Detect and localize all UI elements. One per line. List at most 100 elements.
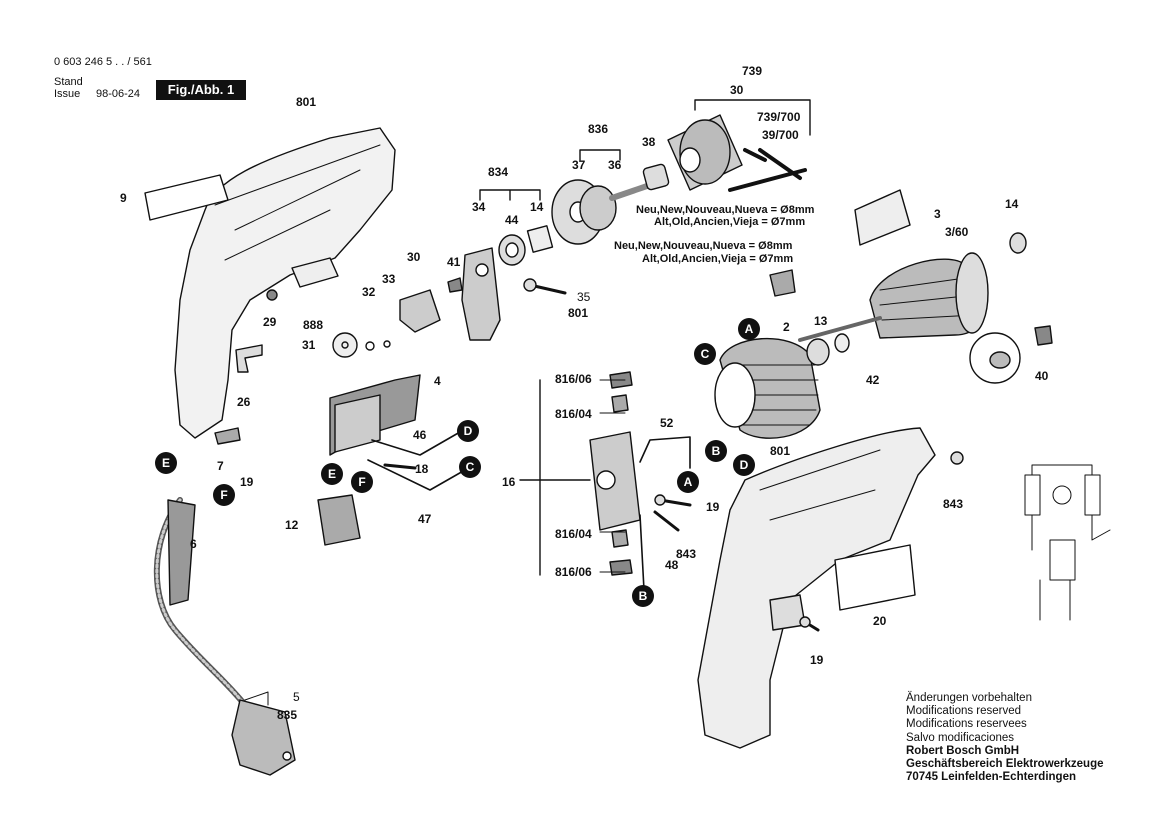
callout-5: 5: [293, 690, 300, 704]
callout-816-04a: 816/04: [555, 407, 592, 421]
callout-29: 29: [263, 315, 277, 329]
callout-42: 42: [866, 373, 880, 387]
issue-date: 98-06-24: [96, 88, 141, 100]
gear-36: [579, 185, 617, 231]
strain-relief-7: [214, 427, 241, 445]
callout-26: 26: [237, 395, 251, 409]
badge-f-switch: F: [351, 471, 373, 493]
callout-4: 4: [434, 374, 441, 388]
callout-739-700: 739/700: [757, 110, 801, 124]
callout-6: 6: [190, 537, 197, 551]
callout-44: 44: [505, 213, 519, 227]
chuck-key: [728, 148, 807, 192]
callout-16: 16: [502, 475, 516, 489]
label-plate-20: [834, 544, 916, 611]
cable-46: [371, 431, 461, 456]
callout-801a: 801: [296, 95, 317, 109]
callout-801b: 801: [568, 306, 589, 320]
callout-48: 48: [665, 558, 679, 572]
callout-46: 46: [413, 428, 427, 442]
cable-47: [367, 459, 466, 491]
callout-31: 31: [302, 338, 316, 352]
callout-843a: 843: [676, 547, 697, 561]
callout-2: 2: [783, 320, 790, 334]
badge-c-switch: C: [459, 456, 481, 478]
callout-20: 20: [873, 614, 887, 628]
badge-b-mid: B: [705, 440, 727, 462]
callout-39-700: 39/700: [762, 128, 799, 142]
label-plate-9: [144, 174, 229, 221]
callout-40: 40: [1035, 369, 1049, 383]
issue-label: Issue: [54, 88, 81, 100]
callout-14b: 14: [1005, 197, 1019, 211]
clip-26: [235, 344, 263, 373]
badge-a-brush: A: [677, 471, 699, 493]
callout-3: 3: [934, 207, 941, 221]
callout-33: 33: [382, 272, 396, 286]
note-old-diameter-2: Alt,Old,Ancien,Vieja = Ø7mm: [642, 253, 794, 265]
callout-888: 888: [303, 318, 324, 332]
note-new-diameter-1: Neu,New,Nouveau,Nueva = Ø8mm: [636, 204, 815, 216]
callout-52: 52: [660, 416, 674, 430]
callout-836: 836: [588, 122, 609, 136]
wire-48: [639, 514, 645, 591]
footer-division: Geschäftsbereich Elektrowerkzeuge: [906, 758, 1104, 771]
callout-834: 834: [488, 165, 509, 179]
callout-3-60: 3/60: [945, 225, 969, 239]
cord-sleeve-6: [167, 499, 196, 606]
callout-12: 12: [285, 518, 299, 532]
badge-f-cord: F: [213, 484, 235, 506]
callout-35: 35: [577, 290, 591, 304]
commutator-gear: [955, 252, 989, 334]
callout-30-top: 30: [730, 83, 744, 97]
footer-line-3: Modifications reservees: [906, 718, 1027, 731]
callout-9: 9: [120, 191, 127, 205]
badge-c-top: C: [694, 343, 716, 365]
gear-lever: [461, 247, 501, 341]
callout-801c: 801: [770, 444, 791, 458]
callout-34: 34: [472, 200, 486, 214]
badge-e-cord: E: [155, 452, 177, 474]
footer-line-1: Änderungen vorbehalten: [906, 692, 1032, 704]
footer-line-4: Salvo modificaciones: [906, 731, 1015, 744]
housing-half-left: [174, 127, 396, 439]
footer-address: 70745 Leinfelden-Echterdingen: [906, 771, 1076, 784]
switch-knob-30: [399, 289, 441, 333]
callout-13: 13: [814, 314, 828, 328]
callout-739: 739: [742, 64, 763, 78]
callout-30: 30: [407, 250, 421, 264]
callout-32: 32: [362, 285, 376, 299]
callout-37: 37: [572, 158, 586, 172]
wiring-schematic: [1024, 464, 1111, 621]
callout-816-06b: 816/06: [555, 565, 592, 579]
stand-label: Stand: [54, 76, 83, 88]
wire-52: [639, 436, 691, 469]
callout-41: 41: [447, 255, 461, 269]
footer-notes: Änderungen vorbehalten Modifications res…: [906, 692, 1104, 784]
callout-835: 835: [277, 708, 298, 722]
note-new-diameter-2: Neu,New,Nouveau,Nueva = Ø8mm: [614, 240, 793, 252]
switch-cover-12: [317, 494, 361, 546]
callout-14a: 14: [530, 200, 544, 214]
callout-19b: 19: [706, 500, 720, 514]
washer-31: [332, 332, 358, 358]
housing-half-right: [697, 427, 936, 749]
callout-19a: 19: [240, 475, 254, 489]
mains-plug: [231, 699, 296, 776]
badge-d-switch: D: [457, 420, 479, 442]
badge-e-switch: E: [321, 463, 343, 485]
footer-company: Robert Bosch GmbH: [906, 744, 1020, 757]
callout-19c: 19: [810, 653, 824, 667]
part-number: 0 603 246 5 . . / 561: [54, 56, 152, 68]
badge-a-top: A: [738, 318, 760, 340]
figure-label: Fig./Abb. 1: [156, 80, 246, 100]
callout-38: 38: [642, 135, 656, 149]
badge-b-brush: B: [632, 585, 654, 607]
badge-d-mid: D: [733, 454, 755, 476]
callout-7: 7: [217, 459, 224, 473]
callout-18: 18: [415, 462, 429, 476]
callout-36: 36: [608, 158, 622, 172]
note-old-diameter-1: Alt,Old,Ancien,Vieja = Ø7mm: [654, 216, 806, 228]
footer-line-2: Modifications reserved: [906, 705, 1022, 718]
